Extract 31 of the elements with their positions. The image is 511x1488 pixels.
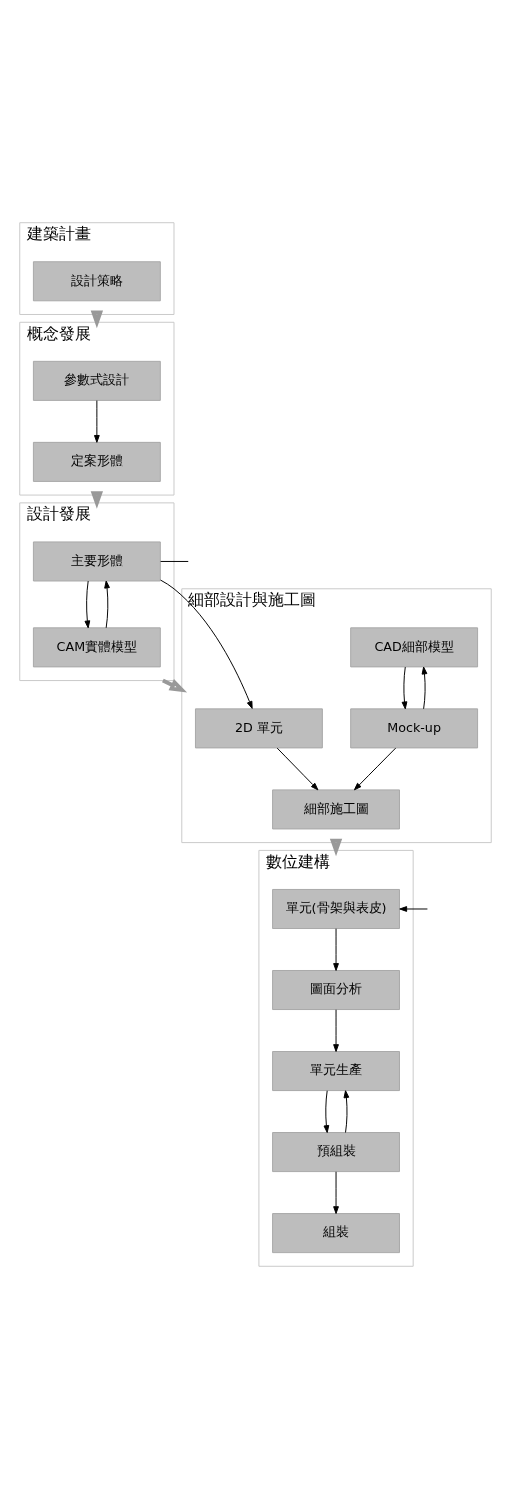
arrow (343, 1089, 350, 1133)
arrow (329, 838, 343, 856)
arrow (90, 490, 104, 509)
node-box: Mock-up (350, 707, 479, 748)
arrow (323, 1089, 330, 1133)
node-box: 細部施工圖 (272, 788, 400, 829)
arrow (94, 399, 100, 443)
arrow (401, 666, 408, 709)
connector (160, 560, 189, 562)
arrow (399, 905, 428, 912)
arrow (421, 666, 428, 709)
arrow (333, 927, 339, 971)
node-box: 單元生產 (272, 1050, 400, 1091)
node-box: 組裝 (272, 1212, 400, 1253)
arrow (84, 580, 91, 628)
arrow (353, 747, 397, 790)
node-box: 主要形體 (32, 540, 161, 581)
node-box: 定案形體 (32, 441, 161, 482)
node-box: 單元(骨架與表皮) (272, 888, 400, 929)
node-box: 參數式設計 (32, 360, 161, 401)
node-box: 預組裝 (272, 1131, 400, 1172)
arrow (333, 1008, 339, 1052)
arrow (333, 1170, 339, 1214)
arrow (90, 310, 104, 328)
node-box: 圖面分析 (272, 969, 400, 1010)
arrow (276, 747, 319, 790)
node-box: CAM實體模型 (32, 626, 161, 667)
node-box: 設計策略 (32, 260, 161, 301)
node-box: CAD細部模型 (350, 626, 479, 667)
node-box: 2D 單元 (194, 707, 323, 748)
arrow (104, 580, 110, 628)
